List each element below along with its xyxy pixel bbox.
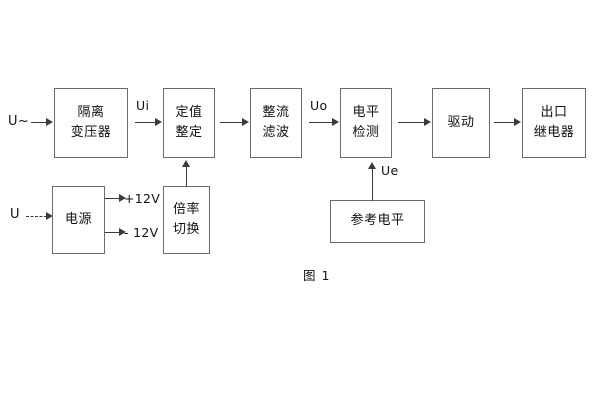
block-line: 整定 xyxy=(175,125,203,140)
block-line: 倍率 xyxy=(172,201,200,217)
arrow-drive-to-output-relay xyxy=(494,118,522,127)
arrow-power-supply-positive-12v xyxy=(105,194,127,203)
arrow-isolation-transformer-to-setting-value xyxy=(135,118,163,127)
block-reference-level[interactable]: 参考电平 xyxy=(330,200,425,243)
arrow-multiplier-switch-to-setting-value xyxy=(182,160,191,187)
signal-label-ac-input: U~ xyxy=(8,114,30,129)
figure-caption: 图 1 xyxy=(303,268,331,283)
block-line: 整流 xyxy=(262,104,290,120)
arrow-level-detection-to-drive xyxy=(398,118,432,127)
block-line: 电平 xyxy=(352,104,380,120)
block-line: 电源 xyxy=(64,211,92,227)
block-power-supply[interactable]: 电源 xyxy=(52,186,105,254)
block-line: 继电器 xyxy=(533,125,575,140)
block-line: 变压器 xyxy=(70,125,112,140)
arrow-reference-level-to-level-detection xyxy=(368,162,377,201)
block-output-relay[interactable]: 出口 继电器 xyxy=(522,88,586,158)
signal-label-ue: Ue xyxy=(381,163,399,178)
block-line: 滤波 xyxy=(262,125,290,140)
block-line: 检测 xyxy=(352,125,380,140)
signal-label-dc-input: U xyxy=(10,207,20,222)
block-line: 隔离 xyxy=(77,104,105,120)
block-line: 定值 xyxy=(175,104,203,120)
block-drive[interactable]: 驱动 xyxy=(432,88,490,158)
arrow-setting-value-to-rectify-filter xyxy=(220,118,250,127)
signal-label-ui: Ui xyxy=(136,98,150,113)
block-setting-value[interactable]: 定值 整定 xyxy=(163,88,215,158)
signal-label-negative-12v: - 12V xyxy=(124,225,159,240)
block-level-detection[interactable]: 电平 检测 xyxy=(340,88,392,158)
block-line: 出口 xyxy=(540,104,568,120)
block-line: 参考电平 xyxy=(350,213,405,229)
block-line: 驱动 xyxy=(447,114,475,130)
block-multiplier-switch[interactable]: 倍率 切换 xyxy=(163,186,210,254)
arrow-dc-input-to-power-supply xyxy=(26,212,54,221)
block-isolation-transformer[interactable]: 隔离 变压器 xyxy=(54,88,128,158)
arrow-power-supply-negative-12v xyxy=(105,228,127,237)
arrow-ac-input-to-isolation-transformer xyxy=(31,118,54,127)
signal-label-positive-12v: +12V xyxy=(124,191,161,206)
block-rectify-filter[interactable]: 整流 滤波 xyxy=(250,88,302,158)
signal-label-uo: Uo xyxy=(310,98,328,113)
arrow-rectify-filter-to-level-detection xyxy=(309,118,340,127)
block-line: 切换 xyxy=(172,222,200,237)
